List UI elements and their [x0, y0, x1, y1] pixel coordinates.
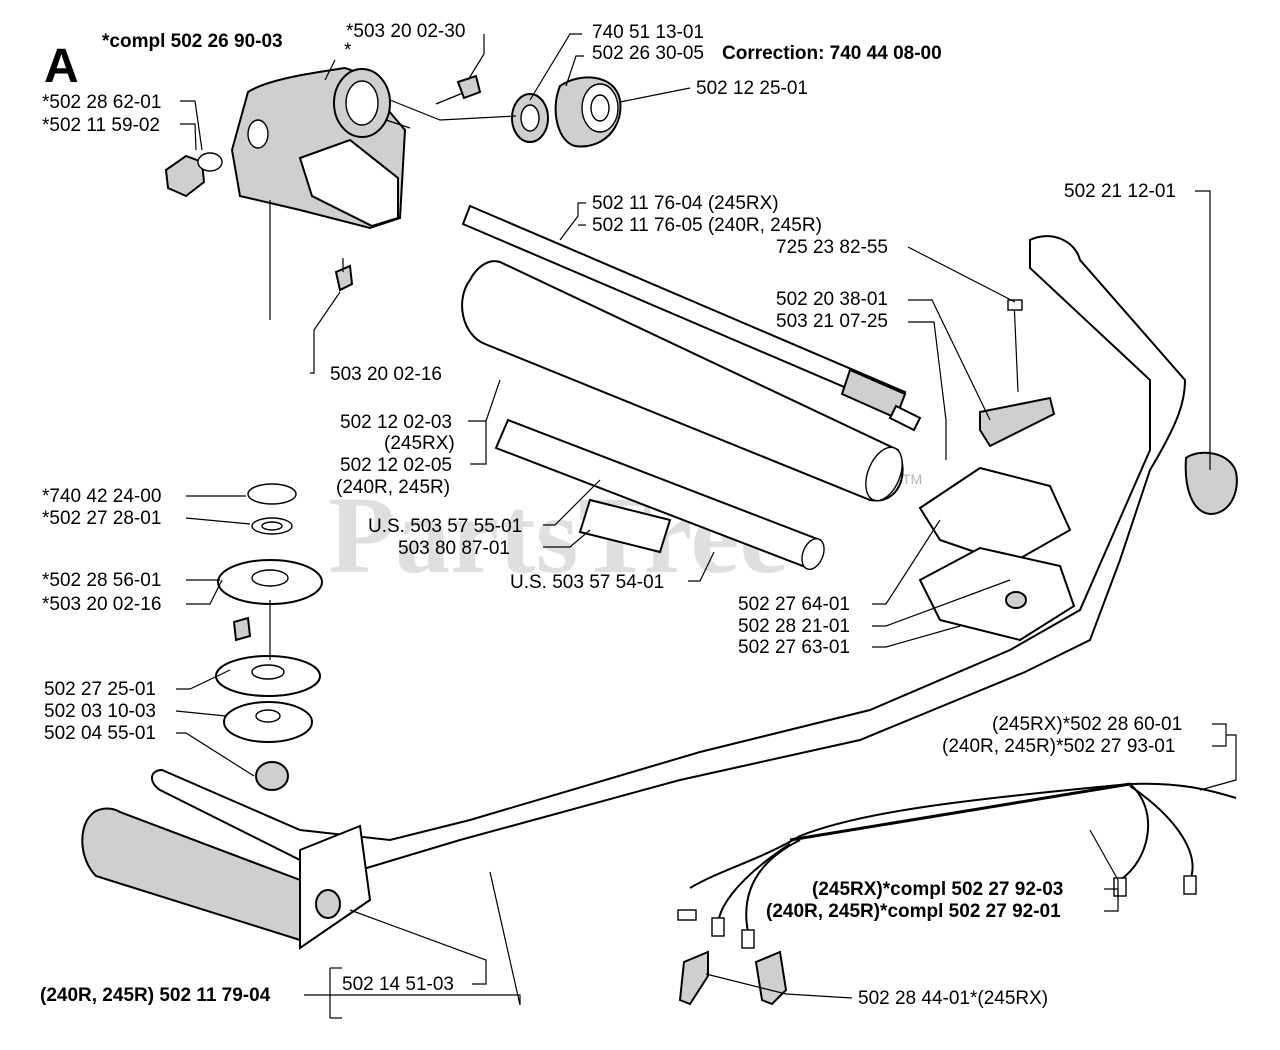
- drive-shaft-drawing: [461, 204, 922, 432]
- label-502286201: *502 28 62-01: [42, 92, 161, 113]
- label-503808701: 503 80 87-01: [398, 538, 510, 559]
- blade-stack-drawing: [215, 483, 323, 791]
- label-502117604: 502 11 76-04 (245RX): [592, 193, 779, 214]
- label-725238255: 725 23 82-55: [776, 237, 888, 258]
- wire-harness-drawing: [677, 782, 1237, 1006]
- label-502122501: 502 12 25-01: [696, 78, 808, 99]
- label-503210725: 503 21 07-25: [776, 311, 888, 332]
- bearing-drawing: [511, 76, 622, 148]
- label-502285601: *502 28 56-01: [42, 570, 161, 591]
- label-502284401: 502 28 44-01*(245RX): [858, 988, 1048, 1009]
- label-245rx-a: (245RX): [384, 433, 455, 454]
- label-correction: Correction: 740 44 08-00: [722, 43, 942, 64]
- label-502115902: *502 11 59-02: [42, 115, 160, 136]
- gear-housing-drawing: [230, 66, 411, 230]
- label-502117605: 502 11 76-05 (240R, 245R): [592, 215, 822, 236]
- grip-drawing: [81, 807, 372, 950]
- label-502117904: (240R, 245R) 502 11 79-04: [40, 985, 271, 1006]
- plug-drawing: [164, 152, 223, 198]
- label-compl-housing: *compl 502 26 90-03: [102, 31, 283, 52]
- watermark-tm: TM: [902, 471, 922, 487]
- screw-drawing-housing-bottom: [269, 200, 354, 320]
- part-labels: *compl 502 26 90-03 * *503 20 02-30 740 …: [40, 21, 1182, 1009]
- leader-lines: [175, 33, 1237, 1019]
- label-240r-245r-a: (240R, 245R): [336, 477, 450, 498]
- label-compl-harness-245rx: (245RX)*compl 502 27 92-03: [812, 879, 1063, 900]
- label-502203801: 502 20 38-01: [776, 289, 888, 310]
- label-us503575401: U.S. 503 57 54-01: [510, 572, 664, 593]
- label-compl-harness-240r: (240R, 245R)*compl 502 27 92-01: [766, 901, 1061, 922]
- label-502120203: 502 12 02-03: [340, 412, 452, 433]
- section-letter: A: [44, 40, 79, 93]
- label-502031003: 502 03 10-03: [44, 701, 156, 722]
- handle-clamp-drawing: [918, 299, 1076, 642]
- label-502120205: 502 12 02-05: [340, 455, 452, 476]
- label-502276301: 502 27 63-01: [738, 637, 850, 658]
- label-502272501: 502 27 25-01: [44, 679, 156, 700]
- label-503200216-b: *503 20 02-16: [42, 594, 161, 615]
- label-502279301: (240R, 245R)*502 27 93-01: [942, 736, 1175, 757]
- label-502045501: 502 04 55-01: [44, 723, 156, 744]
- watermark: PartsTree: [328, 474, 788, 596]
- screw-drawing-top: [435, 74, 482, 105]
- label-502272801: *502 27 28-01: [42, 508, 161, 529]
- label-502286001: (245RX)*502 28 60-01: [992, 714, 1182, 735]
- label-503200230: *503 20 02-30: [346, 21, 465, 42]
- label-us503575501: U.S. 503 57 55-01: [368, 516, 522, 537]
- label-502145103: 502 14 51-03: [342, 974, 454, 995]
- label-502211201: 502 21 12-01: [1064, 181, 1176, 202]
- label-740511301: 740 51 13-01: [592, 22, 704, 43]
- label-503200216-a: 503 20 02-16: [330, 364, 442, 385]
- label-asterisk: *: [344, 40, 352, 61]
- label-740422400: *740 42 24-00: [42, 486, 161, 507]
- shaft-tube-drawing: [461, 260, 904, 502]
- decal-drawing: [494, 418, 825, 571]
- label-502263005: 502 26 30-05: [592, 43, 704, 64]
- label-502276401: 502 27 64-01: [738, 594, 850, 615]
- handle-bar-drawing: [151, 235, 1238, 872]
- label-502282101: 502 28 21-01: [738, 616, 850, 637]
